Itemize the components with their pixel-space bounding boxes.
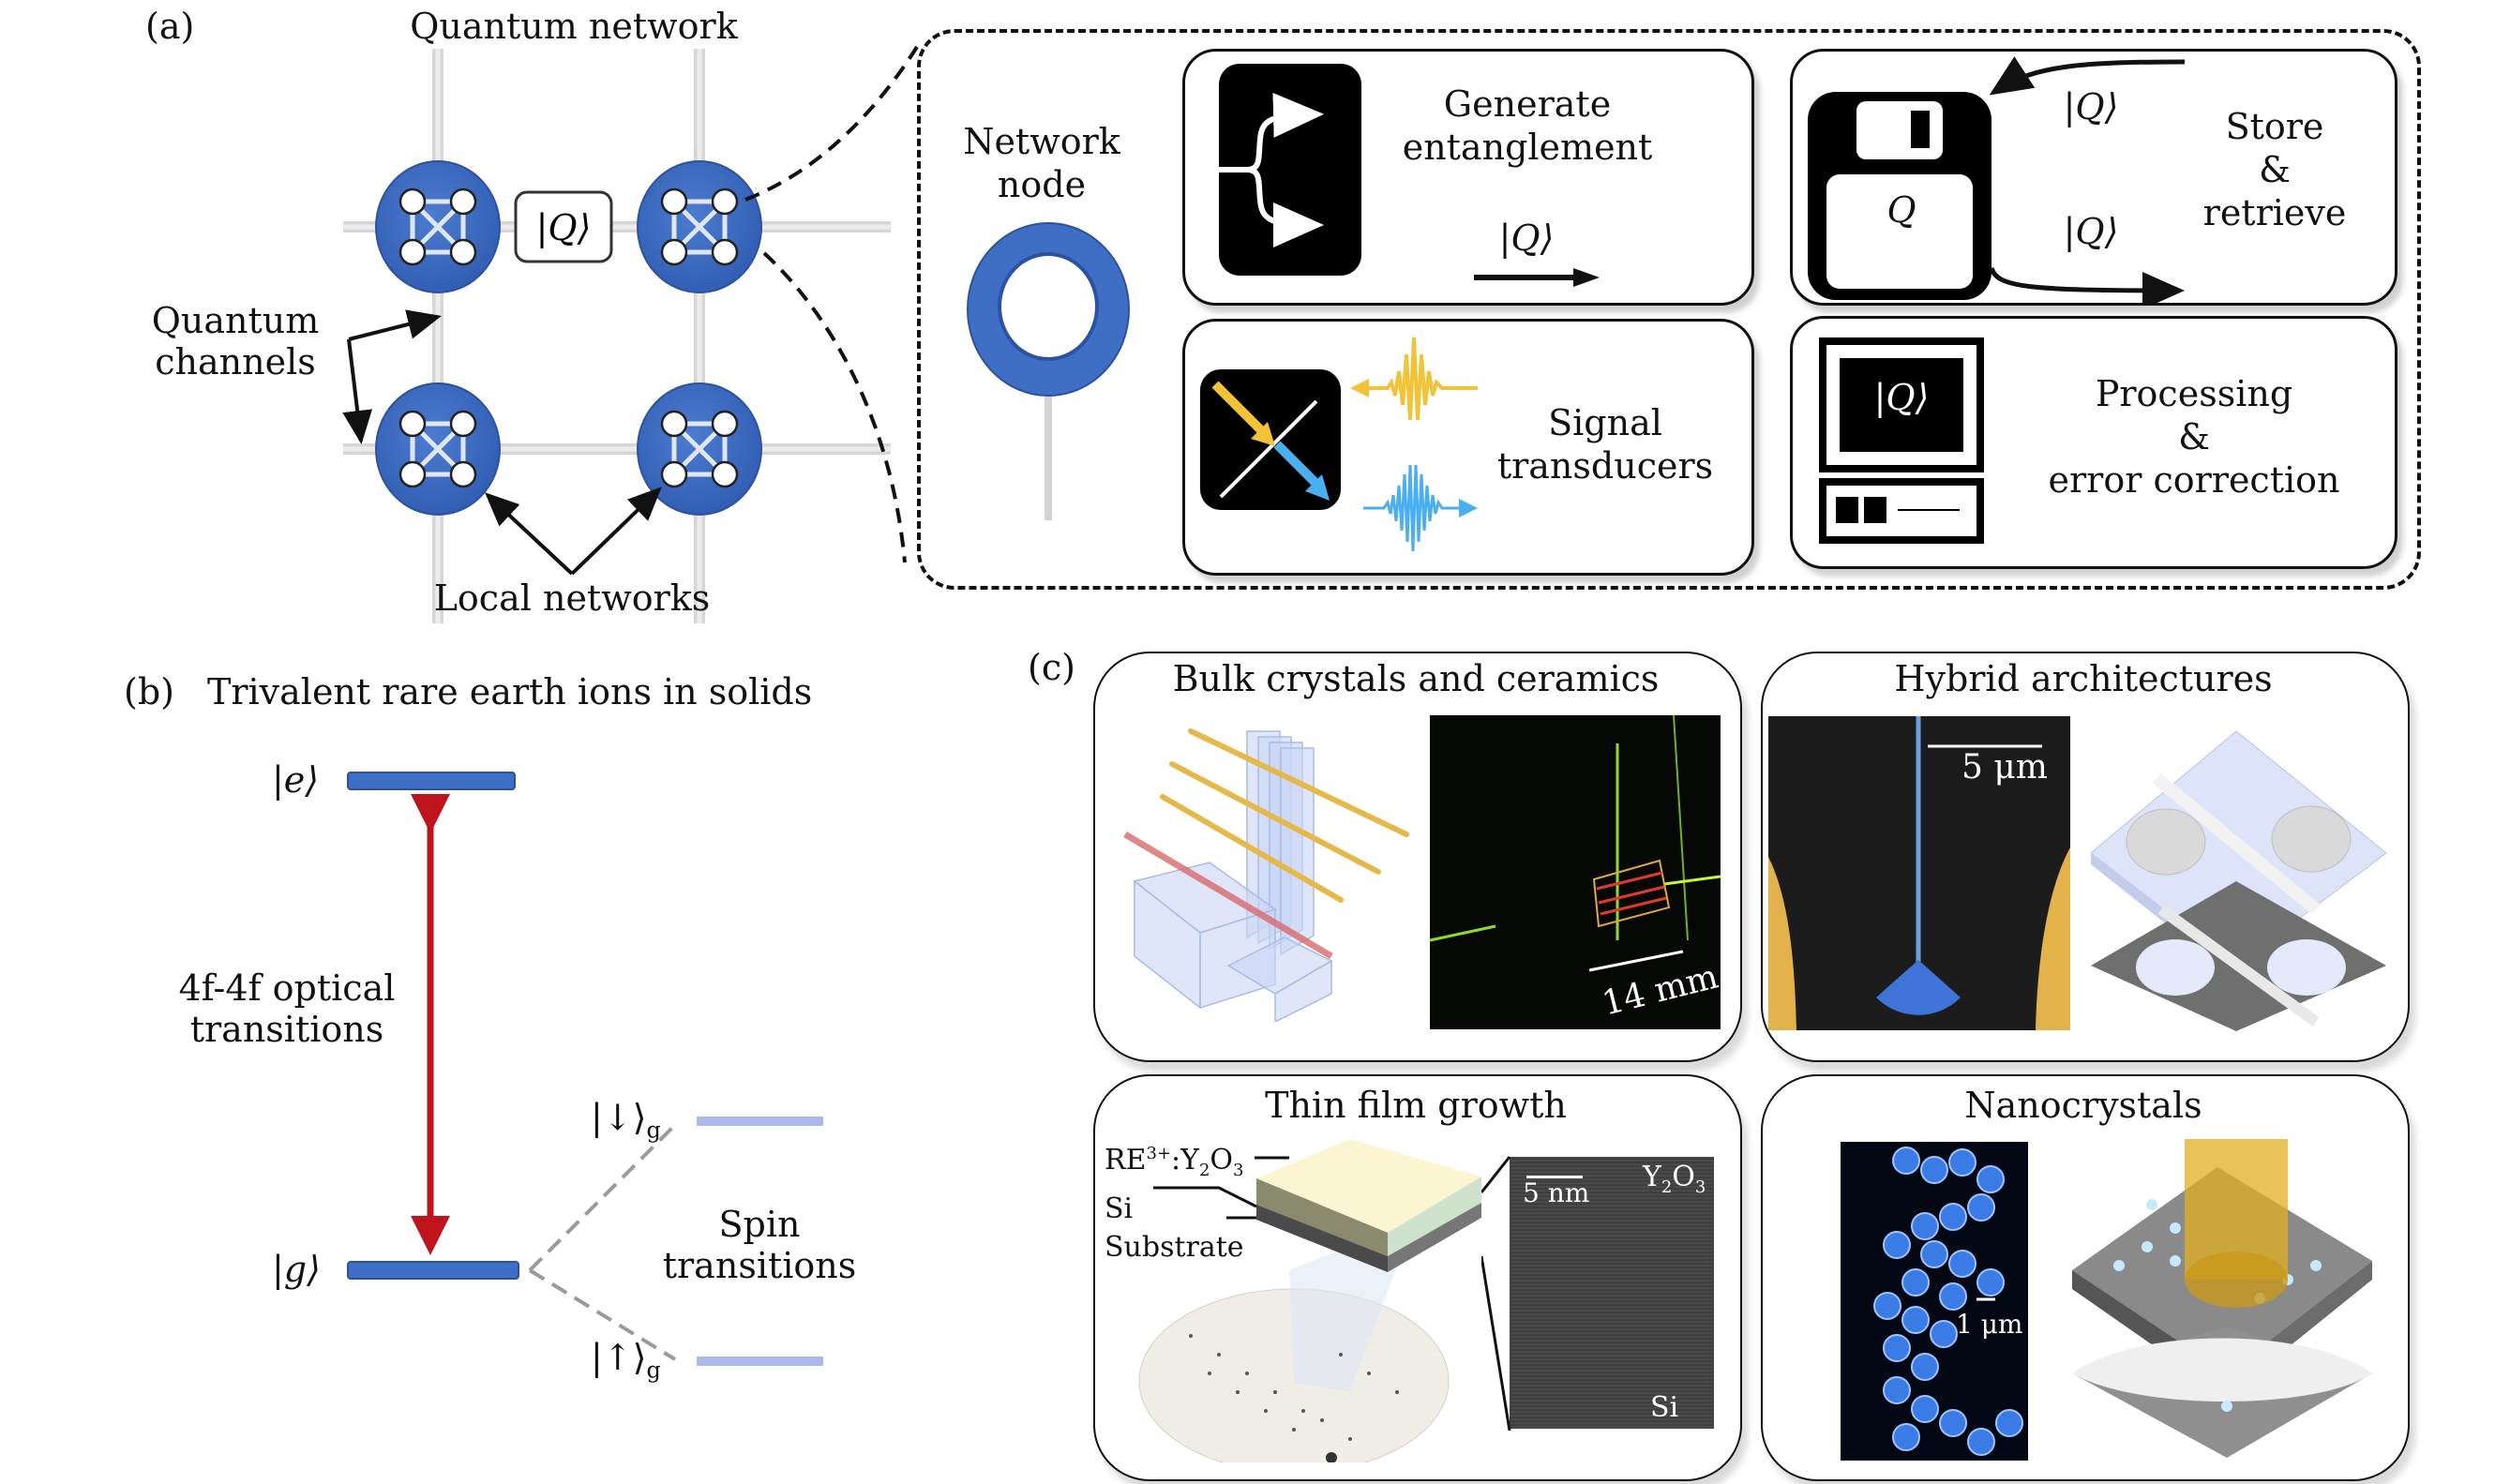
quantum-channel-lines: [343, 49, 891, 623]
thin-film-layer-substrate-label: Substrate: [1105, 1231, 1244, 1264]
local-network-node: [637, 160, 762, 293]
quantum-channels-label: Quantum channels: [151, 300, 320, 382]
floppy-disk-icon: [1808, 56, 2186, 306]
quantum-channels-arrows: [342, 309, 442, 444]
store-qstate-in: |Q⟩: [2063, 86, 2119, 127]
local-networks-arrows: [485, 487, 662, 576]
tem-image: [1510, 1157, 1714, 1429]
spin-transitions-label: Spin transitions: [662, 1204, 857, 1286]
network-grid-diagram: |Q⟩: [342, 45, 919, 623]
zoom-connector-upper: [744, 45, 919, 202]
qstate-box-text: |Q⟩: [536, 207, 592, 248]
local-network-node: [375, 160, 501, 293]
splitting-dash-lower: [528, 1268, 677, 1361]
energy-level-diagram: [347, 772, 823, 1366]
bulk-crystal-schematic: [1123, 728, 1409, 1022]
signal-transducers-title: Signal transducers: [1496, 402, 1714, 487]
thin-film-wafer-schematic: [1138, 1139, 1481, 1462]
splitting-dash-upper: [528, 1123, 677, 1272]
spin-up-label: |↑⟩g: [591, 1337, 661, 1384]
network-node-ring-icon: [967, 222, 1130, 520]
blue-wavepacket-icon: [1363, 464, 1478, 552]
nanocrystals-title: Nanocrystals: [1964, 1085, 2202, 1126]
beam-splitter-icon: [1200, 337, 1478, 552]
bulk-crystals-title: Bulk crystals and ceramics: [1172, 658, 1660, 699]
store-qstate-out: |Q⟩: [2063, 211, 2119, 252]
nanocrystal-sem-image: [1841, 1142, 2028, 1461]
thin-film-layer-re-label: RE3+:Y2O3: [1105, 1144, 1244, 1180]
tem-y2o3-label: Y2O3: [1643, 1161, 1706, 1197]
processing-title: Processing & error correction: [2048, 373, 2340, 501]
spin-up-level-bar: [697, 1357, 823, 1366]
nanocrystal-cavity-schematic: [2072, 1139, 2372, 1458]
panel-c-label: (c): [1028, 647, 1075, 688]
excited-state-label: |e⟩: [272, 759, 320, 801]
network-node-detail-box: [917, 29, 2421, 590]
yellow-wavepacket-icon: [1350, 337, 1478, 421]
hybrid-architectures-title: Hybrid architectures: [1894, 658, 2273, 699]
nanocrystal-scale-label: 1 μm: [1956, 1309, 2023, 1340]
zoom-connector-lower: [762, 251, 907, 563]
store-retrieve-title: Store & retrieve: [2202, 106, 2347, 233]
spin-down-level-bar: [697, 1117, 823, 1126]
panel-b-title: Trivalent rare earth ions in solids: [207, 671, 813, 712]
hybrid-chip-schematic: [2090, 730, 2387, 1031]
tem-scale-bar: [1526, 1176, 1583, 1178]
panel-a-label: (a): [145, 6, 195, 47]
generate-qstate-text: |Q⟩: [1498, 217, 1555, 259]
generate-entanglement-title: Generate entanglement: [1402, 83, 1653, 168]
scale-bar-14mm: [1588, 950, 1684, 972]
output-arrow-icon: [1474, 268, 1600, 287]
processing-screen-qstate: |Q⟩: [1873, 377, 1930, 418]
local-networks-label: Local networks: [433, 577, 711, 619]
optical-transitions-label: 4f-4f optical transitions: [178, 967, 396, 1050]
network-node-label: Network node: [963, 121, 1120, 205]
tem-si-label: Si: [1650, 1391, 1679, 1424]
ground-level-bar: [347, 1261, 519, 1280]
thin-film-title: Thin film growth: [1265, 1085, 1567, 1126]
hybrid-scale-label: 5 μm: [1961, 748, 2048, 787]
panel-b-label: (b): [124, 671, 174, 712]
local-network-node: [637, 382, 762, 516]
qstate-box: [514, 190, 613, 263]
bulk-crystal-photo: [1429, 714, 1721, 1029]
entanglement-split-icon: [1219, 64, 1361, 276]
tem-zoom-lines: [1481, 1156, 1511, 1432]
spin-down-label: |↓⟩g: [591, 1097, 661, 1144]
tem-scale-label: 5 nm: [1523, 1177, 1590, 1208]
thin-film-layer-si-label: Si: [1105, 1192, 1134, 1225]
floppy-disk-label: Q: [1886, 189, 1916, 231]
excited-level-bar: [347, 772, 516, 790]
hybrid-sem-image: [1768, 716, 2070, 1030]
computer-icon: [1819, 337, 1984, 544]
local-network-node: [375, 382, 501, 516]
panel-a-title: Quantum network: [410, 6, 738, 47]
ground-state-label: |g⟩: [272, 1249, 321, 1290]
